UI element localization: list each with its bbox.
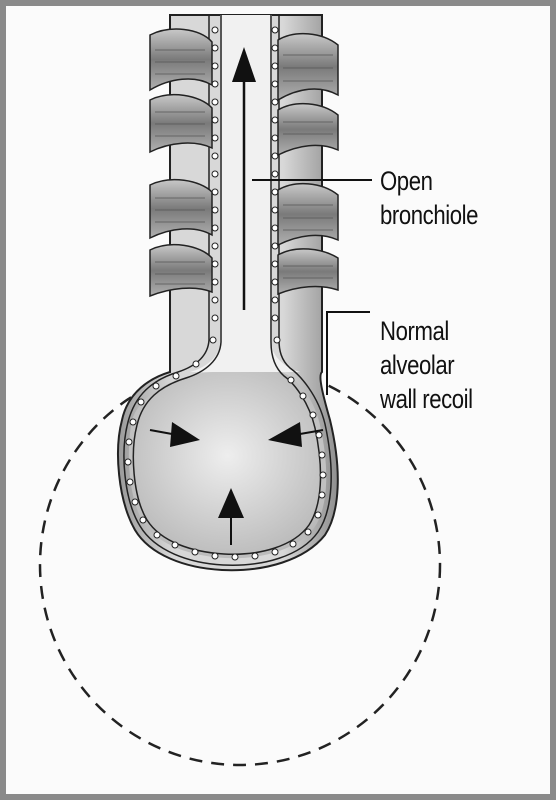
up-arrow-icon — [232, 47, 256, 82]
alveolar-recoil-leader — [326, 311, 370, 395]
open-bronchiole-line-2: bronchiole — [380, 200, 479, 230]
epithelial-lining — [123, 15, 332, 566]
smooth-muscle-bands — [149, 28, 339, 298]
distended-alveolus-outline — [38, 363, 442, 767]
alveolar-recoil-label: Normal alveolar wall recoil — [380, 314, 473, 416]
open-bronchiole-line-1: Open — [380, 166, 433, 196]
right-arrow-icon — [170, 422, 200, 447]
up-arrow-icon — [218, 488, 244, 518]
alveolar-recoil-line-2: alveolar — [380, 350, 455, 380]
alveolar-sac — [128, 372, 327, 559]
alveolar-recoil-line-3: wall recoil — [380, 384, 473, 414]
alveolar-recoil-line-1: Normal — [380, 316, 449, 346]
muscle-striations — [155, 49, 333, 285]
left-arrow-icon — [268, 422, 302, 447]
right-recoil-arrow-shaft — [299, 429, 324, 435]
left-recoil-arrow-shaft — [149, 429, 173, 435]
open-bronchiole-label: Open bronchiole — [380, 164, 478, 232]
